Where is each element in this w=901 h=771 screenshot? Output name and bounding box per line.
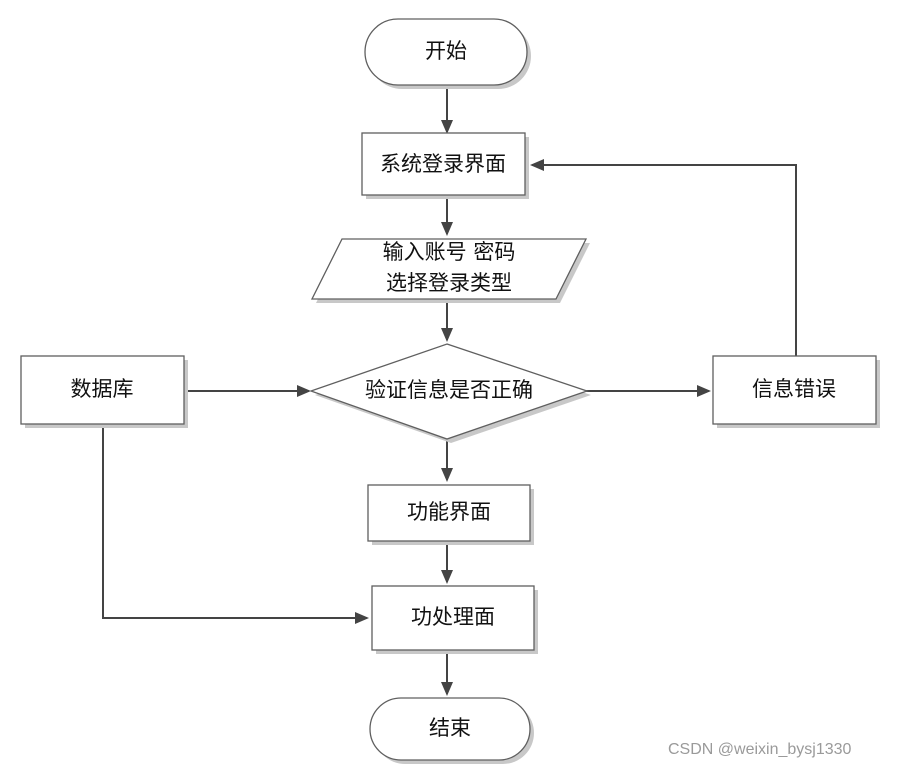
function-ui-node: 功能界面 (367, 484, 534, 545)
start-label: 开始 (425, 39, 467, 63)
start-node: 开始 (364, 18, 531, 89)
login-ui-node: 系统登录界面 (361, 132, 529, 199)
verify-label: 验证信息是否正确 (365, 378, 533, 402)
function-ui-label: 功能界面 (407, 500, 491, 524)
input-node: 输入账号 密码 选择登录类型 (310, 238, 590, 303)
watermark: CSDN @weixin_bysj1330 (668, 741, 852, 758)
login-ui-label: 系统登录界面 (380, 152, 506, 176)
end-node: 结束 (369, 697, 534, 764)
input-label-line1: 输入账号 密码 (383, 240, 516, 264)
process-ui-node: 功处理面 (371, 585, 538, 654)
database-label: 数据库 (71, 377, 134, 401)
verify-node: 验证信息是否正确 (309, 343, 591, 443)
edge-error-to-login (530, 159, 797, 356)
database-node: 数据库 (20, 355, 188, 428)
input-label-line2: 选择登录类型 (386, 271, 512, 295)
edge-database-to-process (102, 424, 369, 624)
error-node: 信息错误 (712, 355, 880, 428)
edges (102, 88, 797, 696)
end-label: 结束 (429, 716, 471, 740)
process-ui-label: 功处理面 (411, 605, 495, 629)
error-label: 信息错误 (752, 377, 836, 401)
